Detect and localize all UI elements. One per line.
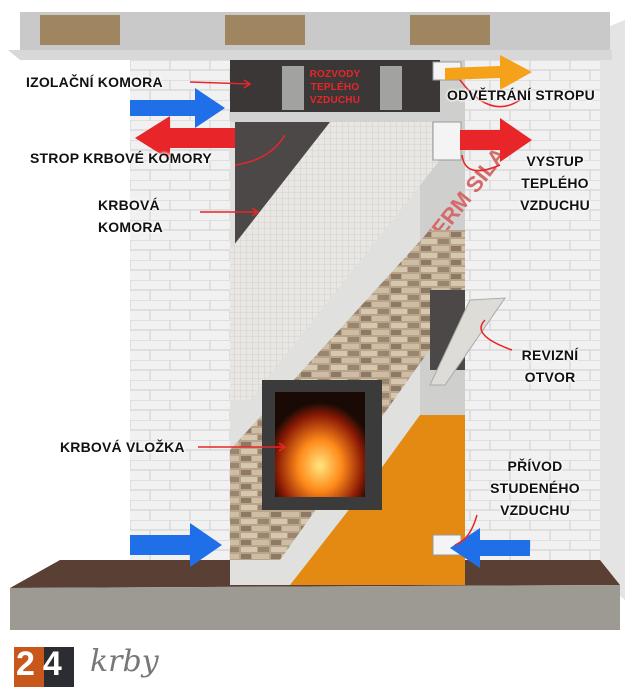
label-line: ROZVODY: [309, 69, 361, 80]
label-warm-air-distribution: ROZVODY TEPLÉHO VZDUCHU: [300, 68, 370, 107]
pointer-lines: [189, 79, 521, 546]
label-line: REVIZNÍ: [521, 347, 579, 363]
label-fireplace-insert: KRBOVÁ VLOŽKA: [60, 439, 185, 455]
label-insulation-chamber: IZOLAČNÍ KOMORA: [26, 74, 163, 90]
label-cold-air-inlet: PŘÍVOD STUDENÉHO VZDUCHU: [475, 455, 595, 521]
warm-air-arrow-right: [460, 118, 532, 162]
cold-air-arrow-top: [130, 88, 225, 128]
cold-air-arrow-inlet: [450, 528, 530, 568]
label-line: KRBOVÁ: [98, 197, 160, 213]
label-line: VYSTUP: [526, 153, 584, 169]
label-line: KOMORA: [98, 219, 163, 235]
vent-arrow: [445, 55, 532, 90]
logo-number: 24: [16, 645, 70, 683]
label-line: VZDUCHU: [309, 95, 361, 106]
warm-air-arrow-left: [135, 116, 235, 160]
inspection-door: [429, 297, 506, 386]
label-line: TEPLÉHO: [521, 175, 589, 191]
label-inspection-opening: REVIZNÍ OTVOR: [510, 344, 590, 388]
label-line: OTVOR: [524, 369, 576, 385]
label-ceiling-ventilation: ODVĚTRÁNÍ STROPU: [447, 87, 595, 103]
logo-mark: [14, 647, 74, 687]
logo-text: krby: [90, 644, 159, 679]
label-chamber-ceiling: STROP KRBOVÉ KOMORY: [30, 150, 212, 166]
warm-air-grille: [432, 121, 462, 161]
label-warm-air-outlet: VYSTUP TEPLÉHO VZDUCHU: [500, 150, 610, 216]
cold-air-arrow-bottom: [130, 523, 222, 567]
label-fireplace-chamber: KRBOVÁ KOMORA: [98, 194, 163, 238]
insulation-chamber: [230, 60, 440, 112]
label-line: PŘÍVOD: [507, 458, 563, 474]
silaterm-mesh: [230, 122, 440, 400]
label-line: TEPLÉHO: [310, 82, 360, 93]
label-line: STUDENÉHO: [490, 480, 580, 496]
label-line: VZDUCHU: [520, 197, 590, 213]
label-line: VZDUCHU: [500, 502, 570, 518]
